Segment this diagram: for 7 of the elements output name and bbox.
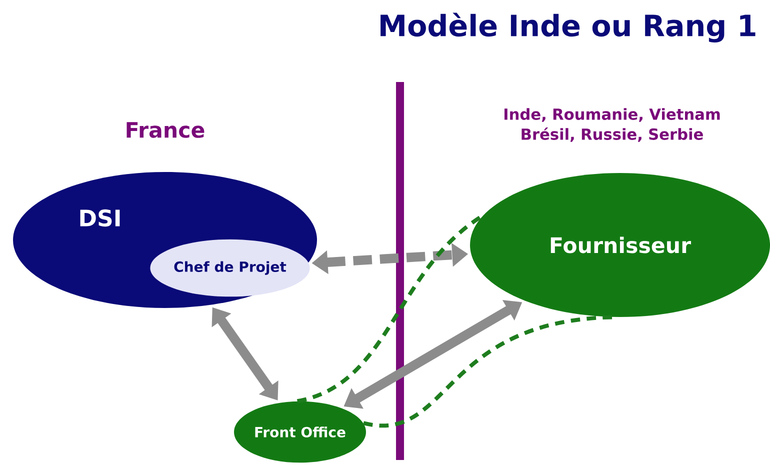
ellipse-node: Front Office [234,401,366,463]
title: Modèle Inde ou Rang 1 [380,12,756,42]
ellipse-node: Fournisseur [470,173,770,317]
country-label: France [126,122,204,138]
country-list: Inde, Roumanie, Vietnam Brésil, Russie, Serbie [504,108,720,142]
ellipse-node: Chef de Projet [150,239,310,297]
dashed-line [363,315,614,428]
